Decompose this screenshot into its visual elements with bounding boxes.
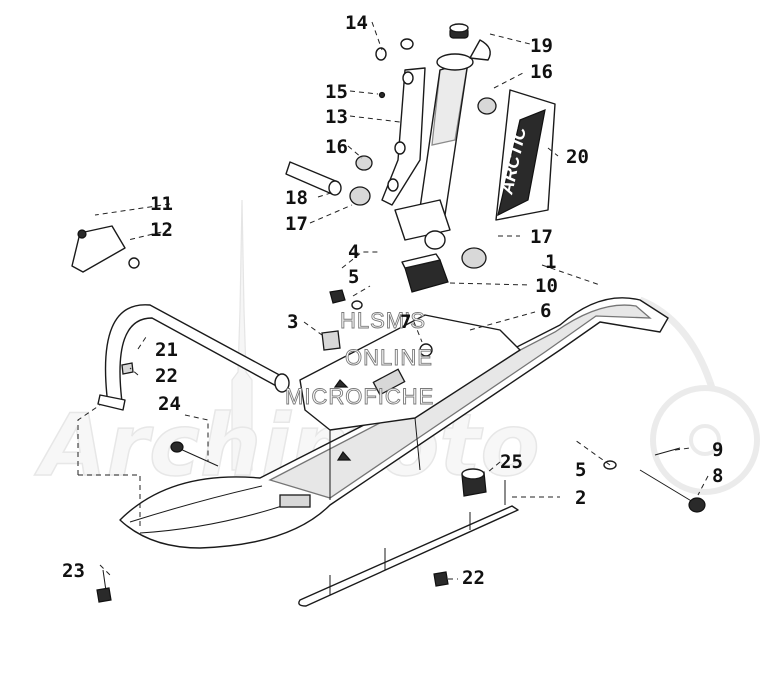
callout-11: 11 — [150, 193, 173, 215]
wear-bar — [298, 480, 519, 607]
callout-5: 5 — [575, 459, 586, 481]
callout-4: 4 — [348, 241, 359, 263]
callout-13: 13 — [325, 106, 348, 128]
saddle-slot — [279, 494, 311, 508]
brand-watermark: Archimoto — [34, 396, 540, 496]
callout-14: 14 — [345, 12, 368, 34]
callout-16: 16 — [530, 61, 553, 83]
spire-silhouette — [231, 199, 253, 471]
callout-2: 2 — [575, 487, 586, 509]
watermark-line-1: HLSM'S — [340, 308, 426, 333]
saddle-slot — [372, 368, 406, 396]
center-watermark: HLSM'S ONLINE MICROFICHE — [285, 308, 434, 410]
callout-24: 24 — [158, 393, 181, 415]
callout-17: 17 — [530, 226, 553, 248]
callout-16: 16 — [325, 136, 348, 158]
wheel-silhouette — [650, 385, 760, 495]
ski-upper-face — [268, 304, 652, 499]
callout-19: 19 — [530, 35, 553, 57]
hardware — [71, 38, 706, 603]
decal: ARCTIC — [495, 89, 556, 221]
callout-8: 8 — [712, 465, 723, 487]
ski-loop-handle — [97, 304, 290, 411]
callout-7: 7 — [400, 311, 411, 333]
callout-6: 6 — [540, 300, 551, 322]
callout-15: 15 — [325, 81, 348, 103]
callout-22: 22 — [155, 365, 178, 387]
callout-labels: 14 19 16 15 13 16 20 18 17 11 12 17 4 5 … — [62, 12, 723, 589]
ski-saddle — [299, 314, 521, 431]
callout-25: 25 — [500, 451, 523, 473]
callout-10: 10 — [535, 275, 558, 297]
callout-21: 21 — [155, 339, 178, 361]
callout-5: 5 — [348, 266, 359, 288]
watermark-line-2: ONLINE — [345, 345, 433, 370]
callout-22: 22 — [462, 567, 485, 589]
bracket — [71, 225, 126, 273]
callout-20: 20 — [566, 146, 589, 168]
callout-17: 17 — [285, 213, 308, 235]
callout-1: 1 — [545, 251, 556, 273]
background-watermark: Archimoto — [33, 199, 760, 497]
spindle — [381, 23, 491, 241]
callout-9: 9 — [712, 439, 723, 461]
watermark-line-3: MICROFICHE — [285, 384, 434, 409]
leader-lines — [77, 21, 709, 580]
callout-18: 18 — [285, 187, 308, 209]
callout-3: 3 — [287, 311, 298, 333]
callout-12: 12 — [150, 219, 173, 241]
ski-assembly — [119, 297, 669, 549]
callout-23: 23 — [62, 560, 85, 582]
